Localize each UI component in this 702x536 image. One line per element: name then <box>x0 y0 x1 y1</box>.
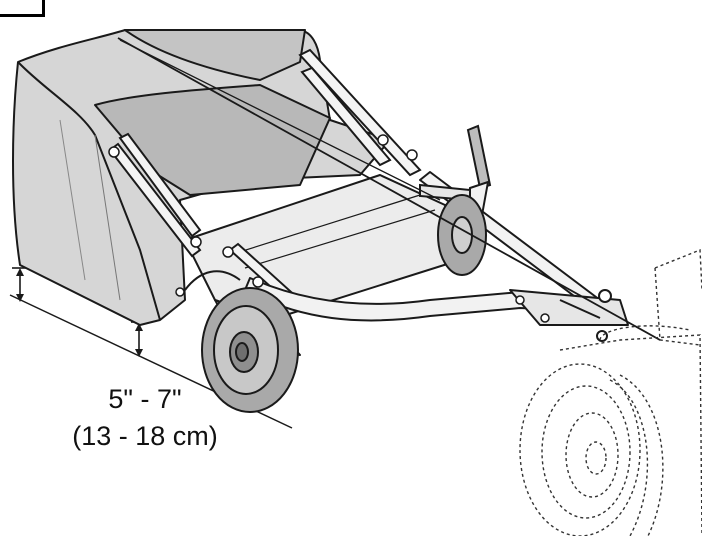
tow-cable <box>117 37 661 341</box>
frame-bolts <box>108 134 550 323</box>
height-label-inches: 5" - 7" <box>108 384 182 414</box>
frame-bars <box>108 48 422 308</box>
figure-corner-tab <box>0 0 45 17</box>
tractor-outline <box>519 248 702 536</box>
lever-cable <box>119 39 441 201</box>
rear-wheel <box>437 194 487 276</box>
height-label-cm: (13 - 18 cm) <box>72 421 218 451</box>
height-arrow-icon <box>131 321 147 357</box>
front-wheel <box>201 287 299 413</box>
